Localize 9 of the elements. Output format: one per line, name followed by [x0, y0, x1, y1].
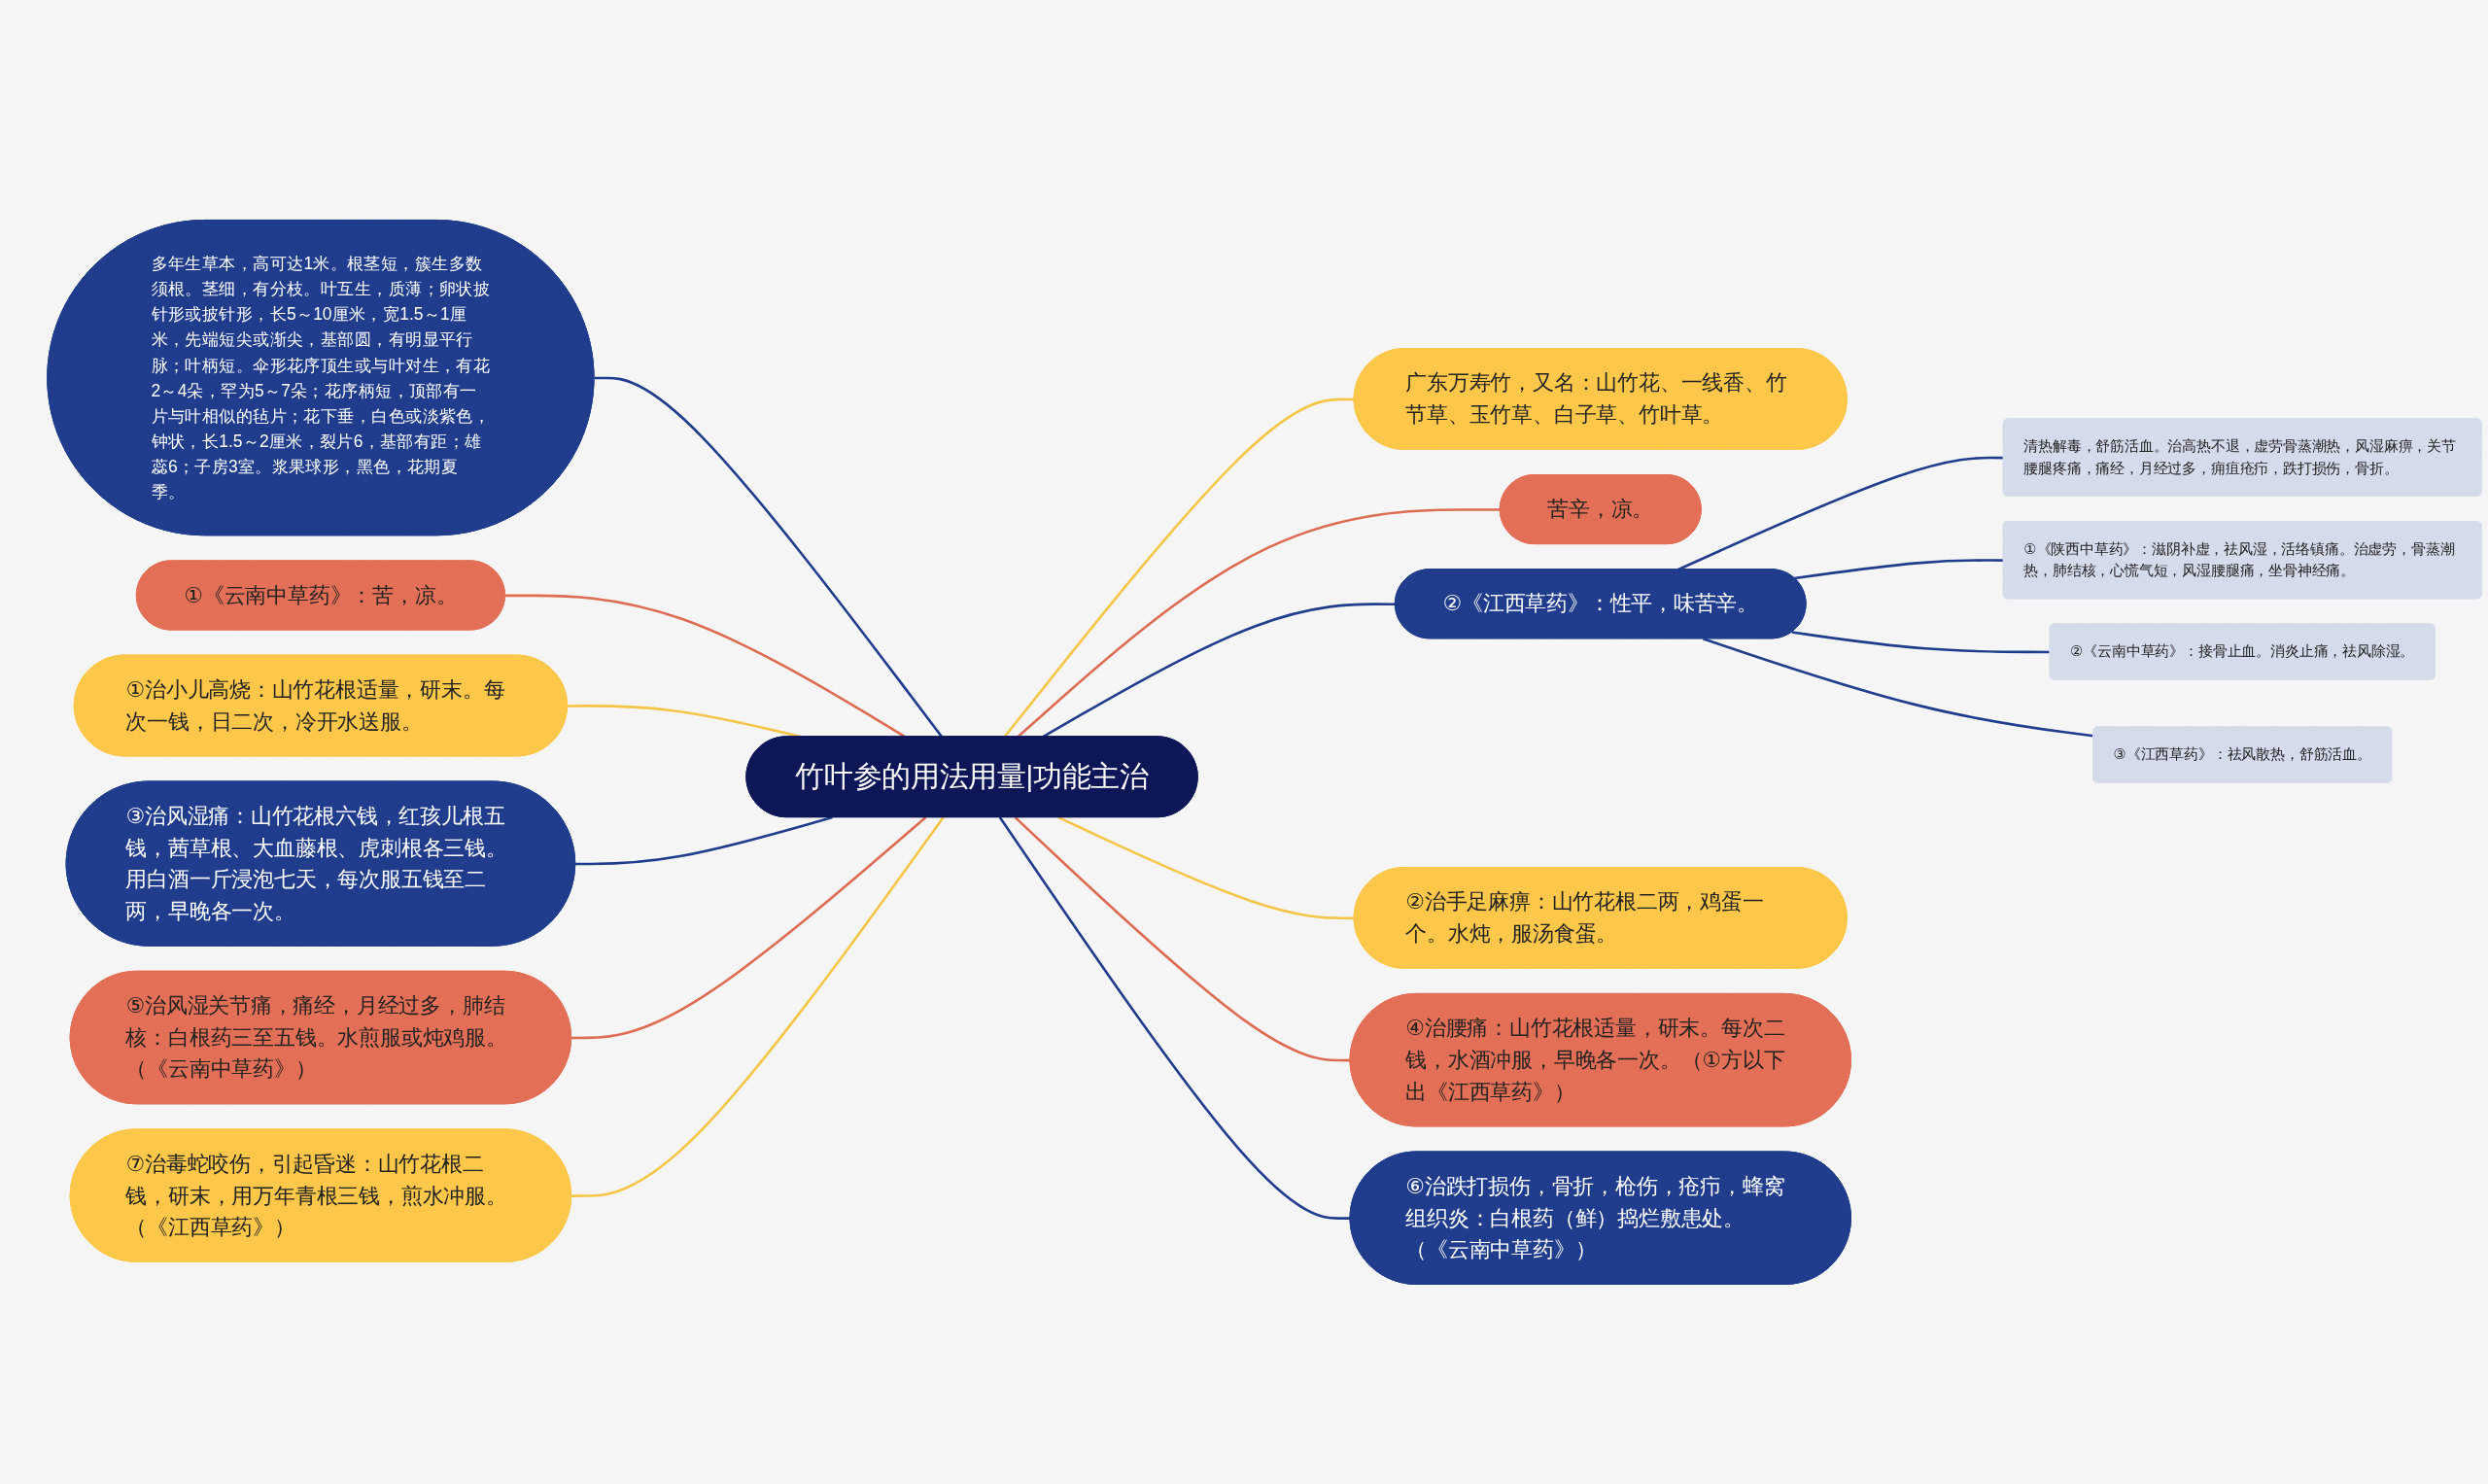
connector [575, 815, 833, 866]
connector [570, 816, 945, 1197]
connector [1057, 815, 1355, 920]
connector [998, 816, 1351, 1220]
connector [1794, 559, 2004, 580]
connector [570, 816, 927, 1040]
connector [1014, 816, 1351, 1062]
connector [1702, 638, 2094, 738]
connector [1791, 631, 2051, 654]
